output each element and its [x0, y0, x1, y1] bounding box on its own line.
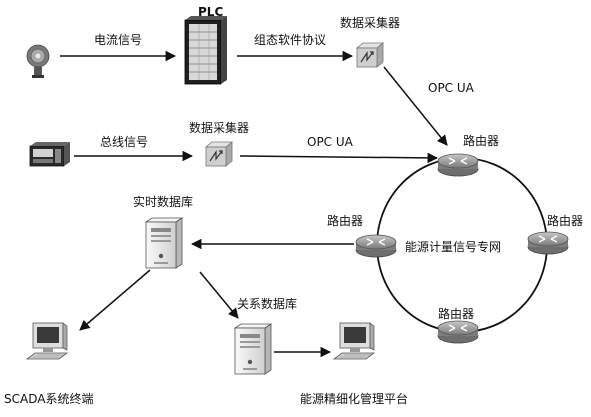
label-opc-ua-mid: OPC UA: [307, 135, 353, 149]
label-platform: 能源精细化管理平台: [300, 392, 409, 406]
server-tower-icon: [234, 323, 272, 375]
label-collector-mid: 数据采集器: [189, 121, 250, 135]
label-network: 能源计量信号专网: [405, 240, 502, 254]
pressure-transmitter-icon: [26, 44, 50, 78]
label-realtime-db: 实时数据库: [133, 195, 194, 209]
label-router-bottom: 路由器: [438, 307, 475, 321]
label-config-protocol: 组态软件协议: [254, 33, 327, 47]
router-icon: [437, 320, 479, 344]
label-plc: PLC: [198, 5, 224, 19]
digital-meter-icon: [29, 142, 70, 167]
router-icon: [527, 231, 569, 255]
connector-realtime-relational: [199, 271, 239, 319]
label-bus-signal: 总线信号: [100, 135, 149, 149]
connector-collector-router: [383, 66, 448, 146]
desktop-computer-icon: [333, 322, 375, 360]
connector-collector-router-mid: [239, 152, 439, 164]
router-icon: [437, 153, 479, 177]
label-router-top: 路由器: [463, 134, 500, 148]
label-scada: SCADA系统终端: [4, 392, 94, 406]
label-relational-db: 关系数据库: [237, 297, 298, 311]
label-router-left: 路由器: [327, 214, 364, 228]
label-opc-ua-top: OPC UA: [428, 81, 474, 95]
data-collector-icon: [356, 42, 384, 68]
connector-realtime-scada: [79, 269, 151, 331]
label-current-signal: 电流信号: [94, 33, 143, 47]
label-collector-top: 数据采集器: [340, 16, 401, 30]
data-collector-icon: [205, 141, 233, 167]
desktop-computer-icon: [26, 322, 68, 360]
server-tower-icon: [145, 217, 183, 269]
connectors: [60, 50, 448, 358]
router-icon: [355, 234, 397, 258]
label-router-right: 路由器: [547, 214, 584, 228]
plc-cabinet-icon: [184, 16, 227, 85]
